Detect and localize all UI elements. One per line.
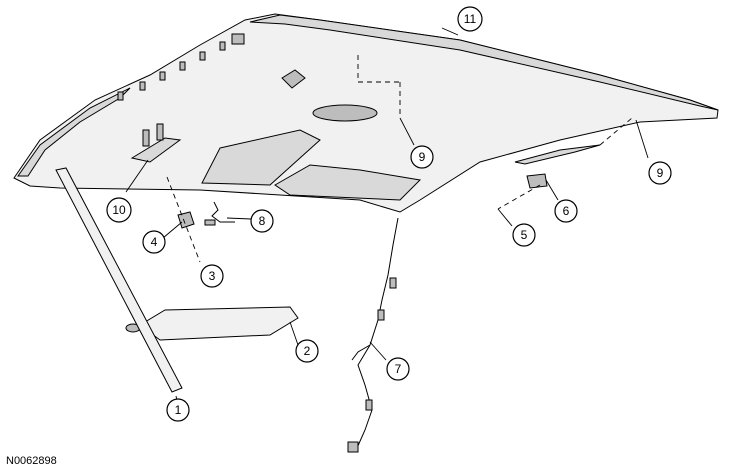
callout-11: 11 — [457, 6, 483, 32]
rear-dome-lamp-mount — [281, 69, 306, 89]
figure-reference-code: N0062898 — [6, 455, 57, 467]
harness-connector-low — [365, 399, 373, 411]
callout-9-front: 9 — [410, 145, 434, 169]
callout-10: 10 — [106, 197, 132, 223]
rear-sunroof-opening — [274, 164, 422, 201]
callout-7: 7 — [386, 357, 410, 381]
main-wire-harness — [356, 217, 399, 449]
svg-text:9: 9 — [419, 150, 426, 164]
a-pillar-trim — [55, 167, 183, 393]
edge-clips — [117, 33, 245, 101]
harness-connector-top — [389, 277, 397, 289]
harness-connector-mid — [377, 309, 385, 321]
sun-visor — [139, 306, 299, 341]
harness-connector-end — [347, 441, 359, 453]
dome-lamp — [312, 104, 378, 122]
harness-branch — [351, 344, 371, 361]
svg-text:1: 1 — [175, 403, 182, 417]
svg-text:6: 6 — [563, 204, 570, 218]
callout-8: 8 — [250, 209, 274, 233]
headliner-front-edge — [249, 14, 719, 111]
svg-text:9: 9 — [657, 166, 664, 180]
svg-text:8: 8 — [259, 214, 266, 228]
svg-text:3: 3 — [209, 269, 216, 283]
clip-left — [142, 129, 150, 147]
leader-lines — [125, 27, 649, 406]
svg-text:11: 11 — [464, 12, 477, 26]
callout-6: 6 — [554, 199, 578, 223]
coat-hook — [526, 173, 548, 189]
lamp-connector — [204, 219, 216, 226]
lamp-wire-harness — [211, 201, 235, 223]
svg-text:10: 10 — [112, 203, 126, 217]
reading-lamp — [177, 211, 195, 229]
svg-text:4: 4 — [151, 235, 158, 249]
callout-2: 2 — [295, 339, 319, 363]
callout-5: 5 — [512, 223, 536, 247]
clip-right — [156, 123, 164, 141]
callout-9-rear: 9 — [648, 161, 672, 185]
svg-text:2: 2 — [304, 344, 311, 358]
visor-clip-bracket — [130, 137, 182, 163]
svg-text:5: 5 — [521, 228, 528, 242]
svg-text:7: 7 — [395, 362, 402, 376]
callout-1: 1 — [166, 398, 190, 422]
callout-4: 4 — [142, 230, 166, 254]
rear-grab-handle — [514, 144, 601, 165]
callout-3: 3 — [200, 264, 224, 288]
front-sunroof-opening — [201, 129, 321, 186]
